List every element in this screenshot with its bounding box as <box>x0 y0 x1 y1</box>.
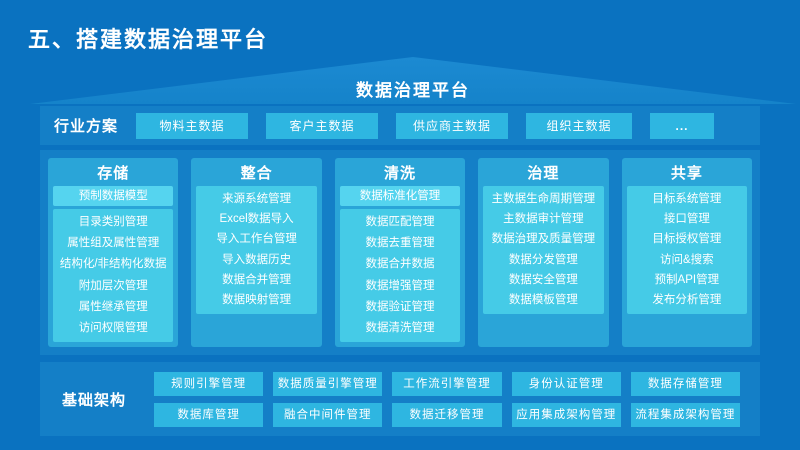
pillar-header: 清洗 <box>384 165 417 182</box>
pillar-item: 预制API管理 <box>654 273 720 286</box>
pillar-item: 数据增强管理 <box>365 279 435 292</box>
pillar-header: 整合 <box>240 165 273 182</box>
pillar-sharing: 共享 目标系统管理 接口管理 目标授权管理 访问&搜索 预制API管理 发布分析… <box>621 158 753 347</box>
pillar-item: 目标授权管理 <box>652 233 722 246</box>
pillar-header: 治理 <box>527 165 560 182</box>
pillar-item: 属性继承管理 <box>78 300 148 313</box>
infra-chip-identity-auth: 身份认证管理 <box>511 371 621 396</box>
pillar-item: Excel数据导入 <box>219 212 294 225</box>
pillar-governance: 治理 主数据生命周期管理 主数据审计管理 数据治理及质量管理 数据分发管理 数据… <box>478 158 609 347</box>
pillar-item: 数据去重管理 <box>365 237 435 250</box>
pillar-integration: 整合 来源系统管理 Excel数据导入 导入工作台管理 导入数据历史 数据合并管… <box>191 158 322 347</box>
capability-pillars-section: 存储 预制数据模型 目录类别管理 属性组及属性管理 结构化/非结构化数据 附加层… <box>40 150 760 355</box>
infrastructure-chip-row: 规则引擎管理 数据质量引擎管理 工作流引擎管理 身份认证管理 数据存储管理 <box>154 371 741 396</box>
pillar-item: 数据验证管理 <box>365 300 435 313</box>
pillar-item-list: 数据匹配管理 数据去重管理 数据合并数据 数据增强管理 数据验证管理 数据清洗管… <box>339 209 461 342</box>
pillar-item: 数据分发管理 <box>508 253 578 266</box>
pillar-storage: 存储 预制数据模型 目录类别管理 属性组及属性管理 结构化/非结构化数据 附加层… <box>48 158 179 347</box>
pillar-item: 数据合并数据 <box>365 258 435 271</box>
infra-chip-rule-engine: 规则引擎管理 <box>154 371 264 396</box>
pillar-item: 目标系统管理 <box>652 192 722 205</box>
pillar-item: 主数据生命周期管理 <box>491 192 596 205</box>
pillar-item: 数据匹配管理 <box>365 216 435 229</box>
pillar-item: 主数据审计管理 <box>503 212 584 225</box>
industry-chip-org-master-data: 组织主数据 <box>526 112 632 139</box>
pillar-item: 导入工作台管理 <box>216 233 297 246</box>
pillar-cleansing: 清洗 数据标准化管理 数据匹配管理 数据去重管理 数据合并数据 数据增强管理 数… <box>334 158 466 347</box>
pillar-item-list: 目录类别管理 属性组及属性管理 结构化/非结构化数据 附加层次管理 属性继承管理… <box>53 209 174 342</box>
pillar-item-list: 来源系统管理 Excel数据导入 导入工作台管理 导入数据历史 数据合并管理 数… <box>196 186 317 314</box>
pillar-item: 属性组及属性管理 <box>67 237 160 250</box>
infra-chip-data-migration: 数据迁移管理 <box>392 402 502 427</box>
infrastructure-label: 基础架构 <box>62 391 127 409</box>
industry-section: 行业方案 物料主数据 客户主数据 供应商主数据 组织主数据 ... <box>40 106 760 145</box>
pillar-item: 数据治理及质量管理 <box>491 233 596 246</box>
pillar-item: 导入数据历史 <box>222 253 292 266</box>
industry-chip-customer-master-data: 客户主数据 <box>266 112 378 139</box>
pillar-item: 接口管理 <box>663 212 710 225</box>
pillar-highlight-item: 数据标准化管理 <box>339 186 461 206</box>
pillar-item: 数据合并管理 <box>222 273 292 286</box>
pillar-item: 来源系统管理 <box>222 192 292 205</box>
pillar-item: 发布分析管理 <box>652 294 722 307</box>
pillar-item: 数据模板管理 <box>508 294 578 307</box>
pillar-item-list: 主数据生命周期管理 主数据审计管理 数据治理及质量管理 数据分发管理 数据安全管… <box>483 186 604 314</box>
pillar-item: 结构化/非结构化数据 <box>59 258 167 271</box>
pillar-item: 数据清洗管理 <box>365 321 435 334</box>
infra-chip-database: 数据库管理 <box>154 402 264 427</box>
pillar-item: 目录类别管理 <box>78 216 148 229</box>
pillar-highlight-item: 预制数据模型 <box>53 186 174 206</box>
infra-chip-data-storage: 数据存储管理 <box>630 371 741 396</box>
infra-chip-app-integration-arch: 应用集成架构管理 <box>511 402 621 427</box>
platform-banner-title: 数据治理平台 <box>356 81 470 100</box>
infra-chip-fusion-middleware: 融合中间件管理 <box>273 402 383 427</box>
industry-chip-supplier-master-data: 供应商主数据 <box>396 112 508 139</box>
industry-chip-list: 物料主数据 客户主数据 供应商主数据 组织主数据 ... <box>136 112 714 139</box>
industry-label: 行业方案 <box>54 118 119 135</box>
pillar-header: 共享 <box>670 165 703 182</box>
pillar-item-list: 目标系统管理 接口管理 目标授权管理 访问&搜索 预制API管理 发布分析管理 <box>626 186 748 314</box>
pillar-header: 存储 <box>97 165 130 182</box>
platform-banner: 数据治理平台 <box>30 57 796 104</box>
pillar-item: 访问&搜索 <box>659 253 714 266</box>
infra-chip-data-quality-engine: 数据质量引擎管理 <box>273 371 383 396</box>
industry-chip-material-master-data: 物料主数据 <box>136 112 248 139</box>
pillar-item: 数据映射管理 <box>222 294 292 307</box>
infra-chip-workflow-engine: 工作流引擎管理 <box>392 371 502 396</box>
infra-chip-process-integration-arch: 流程集成架构管理 <box>630 402 741 427</box>
infrastructure-chip-row: 数据库管理 融合中间件管理 数据迁移管理 应用集成架构管理 流程集成架构管理 <box>154 402 741 427</box>
infrastructure-section: 基础架构 规则引擎管理 数据质量引擎管理 工作流引擎管理 身份认证管理 数据存储… <box>40 362 760 436</box>
pillar-item: 访问权限管理 <box>78 321 148 334</box>
pillar-item: 数据安全管理 <box>508 273 578 286</box>
infrastructure-chip-rows: 规则引擎管理 数据质量引擎管理 工作流引擎管理 身份认证管理 数据存储管理 数据… <box>154 371 741 427</box>
industry-chip-more: ... <box>650 112 714 139</box>
page-title: 五、搭建数据治理平台 <box>28 27 269 52</box>
pillar-item: 附加层次管理 <box>78 279 148 292</box>
